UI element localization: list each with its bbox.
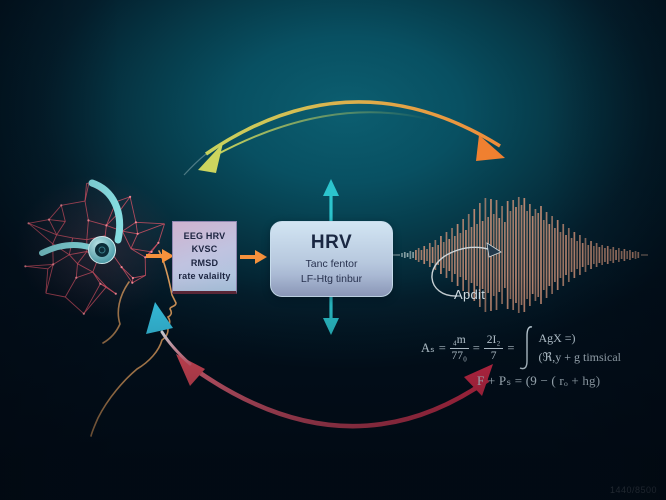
arrowhead-orange-2	[255, 250, 267, 264]
radical-icon	[520, 326, 533, 370]
eq1-lhs: Aₛ	[421, 341, 435, 355]
watermark: 1440/8500	[609, 485, 657, 495]
eeg-metrics-box: EEG HRV KVSC RMSD rate valailty	[172, 221, 237, 294]
hrv-subtitle-1: Tanc fentor	[305, 258, 358, 271]
waveform	[392, 197, 648, 313]
arrowhead-teal-up	[323, 179, 339, 196]
eq1-fraction-2: 2I₂ 7	[483, 334, 504, 362]
eeg-line-2: KVSC	[191, 244, 218, 255]
eq1-sign1: =	[438, 340, 446, 355]
arrowhead-teal-down	[323, 318, 339, 335]
waveform-bars	[401, 197, 640, 313]
eeg-line-3: RMSD	[190, 257, 219, 268]
waveform-label: Apdit	[454, 287, 486, 302]
equation-2: F + Pₛ = (9 − ( rₒ + hg)	[477, 373, 601, 388]
eeg-line-1: EEG HRV	[183, 231, 226, 242]
eq1-sign3: =	[507, 340, 515, 355]
hrv-subtitle-2: LF-Htg tinbur	[300, 272, 363, 285]
eq1-fraction-1: ₄m 77₀	[449, 334, 469, 362]
eq1-sign2: =	[472, 340, 480, 355]
eq1-stack: AgX =) (ℜ,y + g timsical	[538, 331, 621, 364]
arrowhead-red-left	[176, 354, 205, 386]
hrv-box: HRV Tanc fentor LF-Htg tinbur	[270, 221, 393, 297]
equation-1: Aₛ = ₄m 77₀ = 2I₂ 7 = AgX =) (ℜ,y + g ti…	[421, 324, 621, 372]
eeg-line-4: rate valailty	[178, 270, 231, 281]
hrv-title: HRV	[310, 232, 353, 254]
arc-top-inner	[198, 111, 433, 173]
